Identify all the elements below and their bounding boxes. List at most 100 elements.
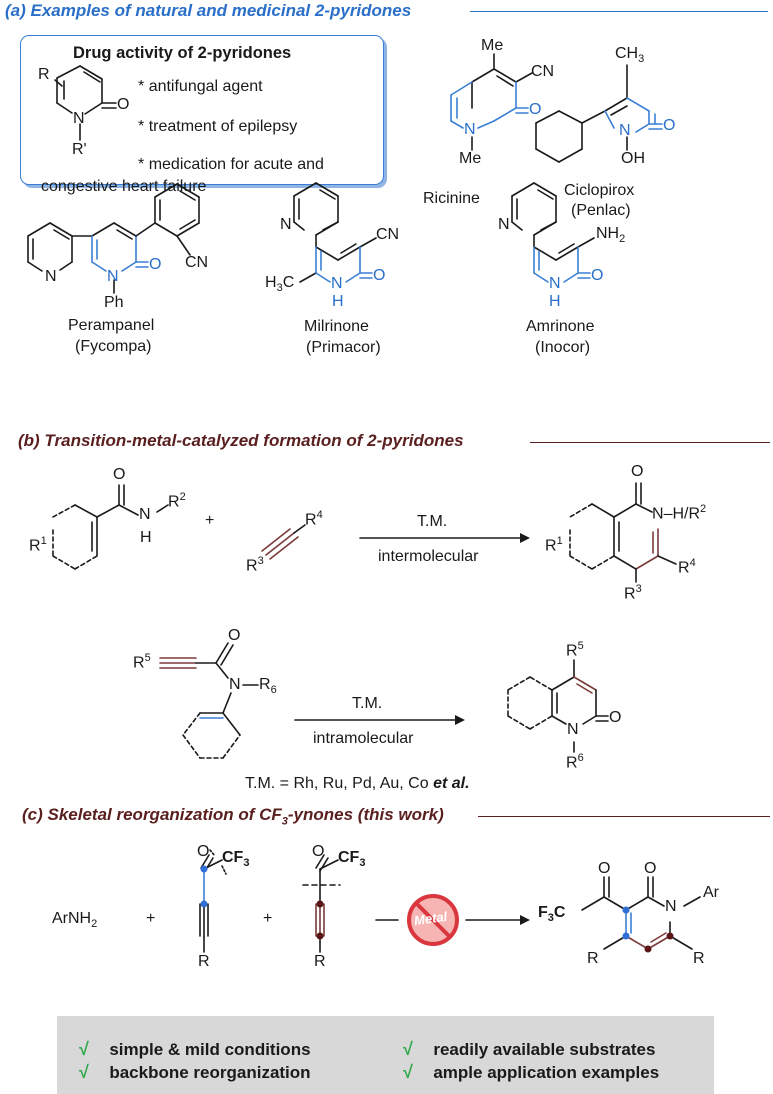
amide-n: N	[139, 506, 151, 523]
plus-1: +	[205, 512, 215, 529]
arrowhead-2	[455, 715, 465, 725]
no-metal-icon	[407, 894, 459, 946]
feature-item-4: √ ample application examples	[403, 1062, 660, 1082]
product-ring-o: O	[644, 860, 657, 877]
feature-item-1: √ simple & mild conditions	[79, 1039, 311, 1059]
amrinone-alt: (Inocor)	[535, 339, 591, 356]
amide-h: H	[140, 529, 152, 546]
feature-item-2: √ backbone reorganization	[79, 1062, 311, 1082]
ynone1-o: O	[197, 843, 210, 860]
ynamide-r6: R6	[259, 676, 277, 697]
section-a-rule	[470, 11, 768, 12]
bullet-epilepsy: * treatment of epilepsy	[138, 118, 298, 135]
dot-maroon-2	[316, 932, 324, 940]
product-r-right: R	[693, 950, 705, 967]
product-o: O	[631, 463, 644, 480]
product-ar: Ar	[703, 884, 719, 901]
ynamide-o: O	[228, 627, 241, 644]
product-r3: R3	[624, 583, 642, 603]
ciclopirox-ch3: CH3	[615, 45, 645, 66]
ynone1-cf3: CF3	[222, 849, 250, 870]
milrinone-cn: CN	[376, 226, 400, 243]
check-icon: √	[79, 1039, 89, 1059]
label-o: O	[117, 96, 130, 113]
features-panel	[57, 1016, 714, 1094]
catalysts-line: T.M. = Rh, Ru, Pd, Au, Co et al.	[245, 775, 470, 792]
ynone2-cf3: CF3	[338, 849, 366, 870]
ynone2-o: O	[312, 843, 325, 860]
bullet-heart-failure-1: * medication for acute and	[138, 156, 324, 173]
ciclopirox-n: N	[619, 122, 631, 139]
fused-r6: R6	[566, 752, 584, 772]
amrinone-h: H	[549, 293, 561, 310]
ynone1-r: R	[198, 953, 210, 970]
perampanel-n: N	[107, 268, 119, 285]
plus-3: +	[263, 910, 273, 927]
milrinone-alt: (Primacor)	[306, 339, 381, 356]
milrinone-name: Milrinone	[304, 318, 369, 335]
feature-item-3: √ readily available substrates	[403, 1039, 656, 1059]
cf3-ynone-maroon	[302, 854, 341, 953]
ynamide-r5: R5	[133, 652, 151, 672]
ciclopirox-o: O	[663, 117, 676, 134]
ricinine-me-bottom: Me	[459, 150, 482, 167]
amrinone-structure	[511, 182, 595, 283]
product-f3c: F3C	[538, 904, 566, 925]
amrinone-o: O	[591, 267, 604, 284]
label-r: R	[38, 66, 50, 83]
ricinine-structure	[450, 53, 533, 151]
amide-r2: R2	[168, 491, 186, 511]
fused-o: O	[609, 709, 622, 726]
fused-pyridone-product	[507, 659, 609, 753]
dot-blue-1	[200, 865, 208, 873]
benzamide-structure	[52, 484, 169, 570]
label-rprime: R'	[72, 141, 87, 158]
generic-pyridone-structure	[54, 65, 117, 141]
arnh2: ArNH2	[52, 910, 98, 931]
section-a-heading: (a) Examples of natural and medicinal 2-…	[5, 1, 412, 20]
milrinone-n: N	[331, 275, 343, 292]
isoquinolone-product	[569, 482, 677, 583]
drug-activity-box	[20, 35, 384, 185]
milrinone-pyridine-n: N	[280, 216, 292, 233]
ciclopirox-name: Ciclopirox	[564, 182, 635, 199]
section-c-rule	[478, 816, 770, 817]
perampanel-pyridine-n: N	[45, 268, 57, 285]
ricinine-o: O	[529, 101, 542, 118]
alkyne-r4: R4	[305, 509, 323, 529]
amide-r1: R1	[29, 535, 47, 555]
internal-alkyne-structure	[261, 524, 306, 560]
section-c-heading: (c) Skeletal reorganization of CF3-ynone…	[22, 805, 444, 828]
tm-label-1: T.M.	[417, 513, 448, 530]
product-acyl-o: O	[598, 860, 611, 877]
arrowhead-3	[520, 915, 530, 925]
product-r4: R4	[678, 557, 696, 577]
acyl-pyridone-product	[581, 876, 701, 950]
ciclopirox-alt: (Penlac)	[571, 202, 631, 219]
ynamide-n: N	[229, 676, 241, 693]
label-n: N	[73, 110, 85, 127]
perampanel-cn: CN	[185, 254, 209, 271]
dot-blue-4	[622, 932, 630, 940]
product-n: N	[665, 898, 677, 915]
dot-blue-3	[622, 906, 630, 914]
amrinone-n: N	[549, 275, 561, 292]
product-r-left: R	[587, 950, 599, 967]
fused-r5: R5	[566, 640, 584, 660]
dot-maroon-1	[316, 900, 324, 908]
perampanel-ph: Ph	[104, 294, 124, 311]
dot-maroon-3	[644, 945, 652, 953]
milrinone-o: O	[373, 267, 386, 284]
ynamide-structure	[159, 642, 259, 759]
perampanel-name: Perampanel	[68, 317, 155, 334]
amide-o: O	[113, 466, 126, 483]
ricinine-name: Ricinine	[423, 190, 480, 207]
tm-label-2: T.M.	[352, 695, 383, 712]
perampanel-o: O	[149, 256, 162, 273]
arrowhead-1	[520, 533, 530, 543]
product-n-hr2: N–H/R2	[652, 503, 707, 523]
intramolecular-label: intramolecular	[313, 730, 414, 747]
perampanel-structure	[27, 183, 200, 294]
milrinone-structure	[293, 182, 377, 283]
